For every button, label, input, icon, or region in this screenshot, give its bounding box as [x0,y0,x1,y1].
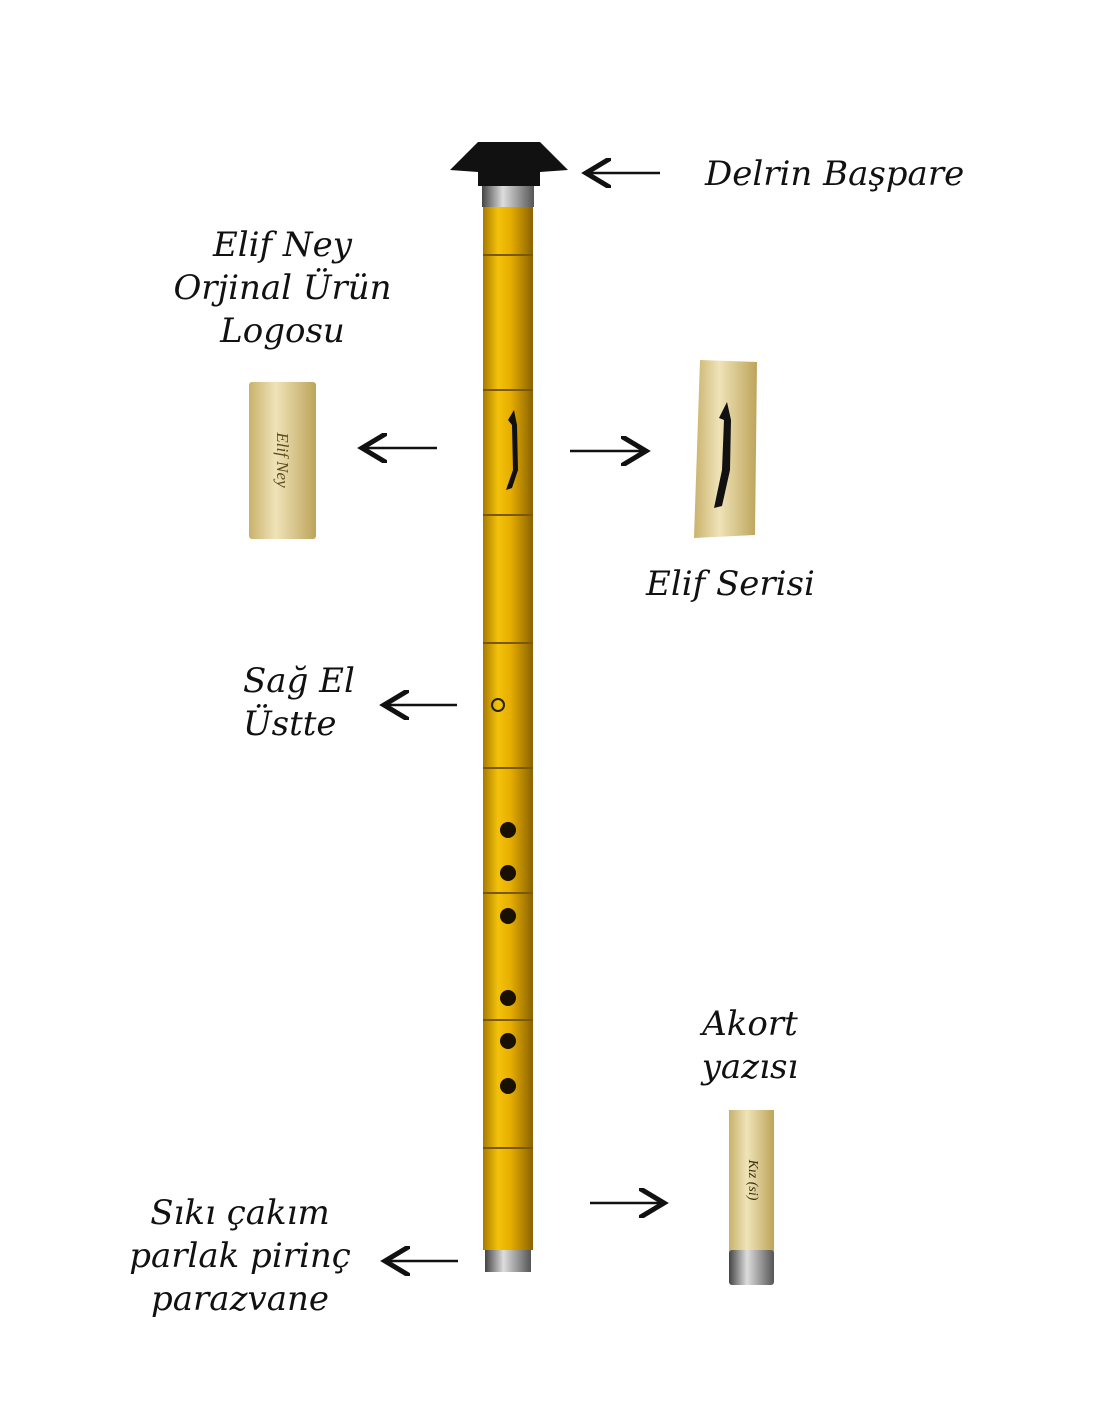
tuning-piece [729,1110,774,1285]
finger-holes [500,822,516,1094]
brass-ferrule [485,1250,531,1272]
tuning-engraving: Kız (si) [745,1159,760,1201]
logo-piece [249,382,316,539]
label-line: Elif Ney [212,225,353,265]
label-line: Logosu [220,311,345,351]
label-line: Orjinal Ürün [173,268,392,308]
label-right-hand: Sağ El Üstte [243,660,355,746]
label-line: parazvane [151,1279,329,1319]
label-series: Elif Serisi [646,564,815,604]
label-ferrule: Sıkı çakım parlak pirinç parazvane [120,1192,360,1321]
label-line: Sıkı çakım [150,1193,330,1233]
elif-mark [506,410,518,490]
label-headjoint: Delrin Başpare [705,154,965,194]
label-line: parlak pirinç [129,1236,351,1276]
label-logo: Elif Ney Orjinal Ürün Logosu [160,224,405,353]
label-tuning: Akort yazısı [690,1003,810,1089]
series-piece [694,360,757,538]
delrin-headjoint [450,142,568,207]
label-line: Üstte [243,704,337,744]
logo-engraving: Elif Ney [273,432,292,488]
label-line: yazısı [701,1047,799,1087]
arrows [362,173,664,1261]
thumb-hole [491,698,505,712]
label-line: Akort [702,1004,798,1044]
label-line: Sağ El [243,661,355,701]
ney-body [483,205,533,1272]
